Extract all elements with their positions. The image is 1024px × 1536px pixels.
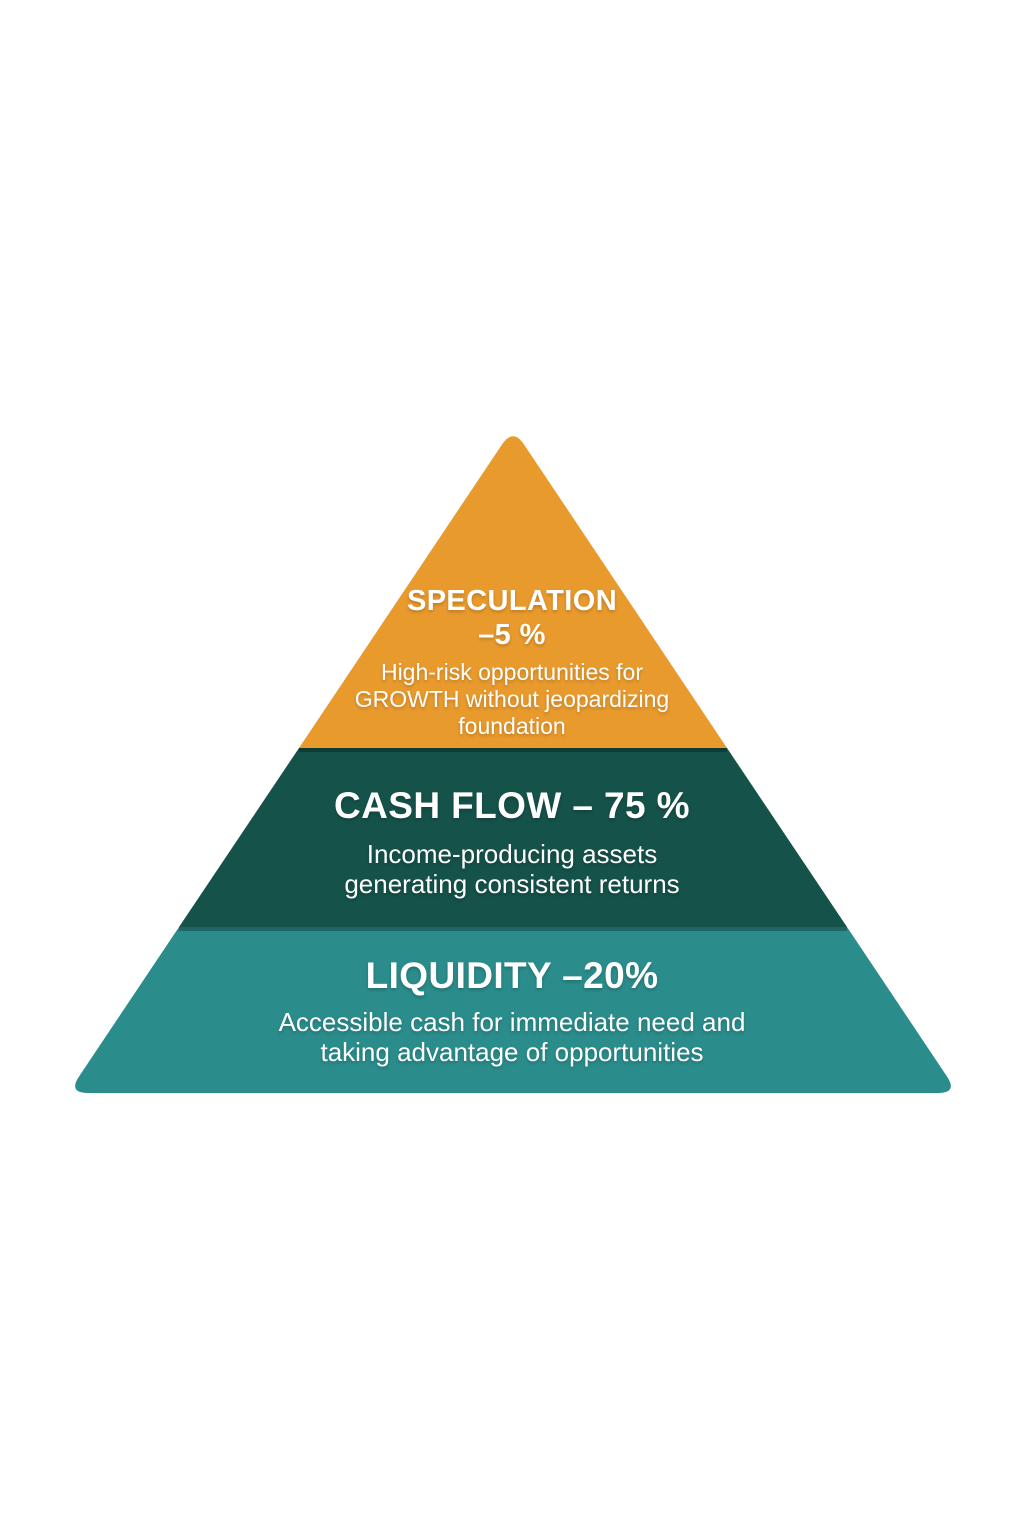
tier-speculation-text: SPECULATION –5 % High-risk opportunities… [355, 584, 669, 740]
tier-speculation-shape [299, 436, 727, 748]
description-line: taking advantage of opportunities [320, 1037, 704, 1067]
tier-liquidity-text: LIQUIDITY –20% Accessible cash for immed… [279, 955, 746, 1067]
tier-cash-flow-shape [179, 748, 847, 927]
description-line: Accessible cash for immediate need and [278, 1007, 746, 1037]
description-line: GROWTH without jeopardizing [354, 686, 670, 712]
description-line: High-risk opportunities for [380, 659, 644, 685]
tier-liquidity-label: LIQUIDITY –20% [365, 955, 659, 996]
tier-speculation-description: High-risk opportunities for GROWTH witho… [355, 659, 669, 740]
tier-liquidity-shape [75, 927, 951, 1093]
description-line: Income-producing assets [366, 839, 658, 869]
description-line: foundation [458, 713, 566, 739]
tier-speculation-label: SPECULATION [406, 585, 618, 617]
tier-cash-flow-description: Income-producing assets generating consi… [334, 839, 690, 899]
tier-speculation-percent: –5 % [478, 619, 546, 651]
description-line: generating consistent returns [344, 869, 680, 899]
tier-cash-flow-label: CASH FLOW – 75 % [334, 785, 690, 826]
tier-liquidity-description: Accessible cash for immediate need and t… [279, 1007, 746, 1067]
tier-cash-flow-text: CASH FLOW – 75 % Income-producing assets… [334, 785, 690, 899]
